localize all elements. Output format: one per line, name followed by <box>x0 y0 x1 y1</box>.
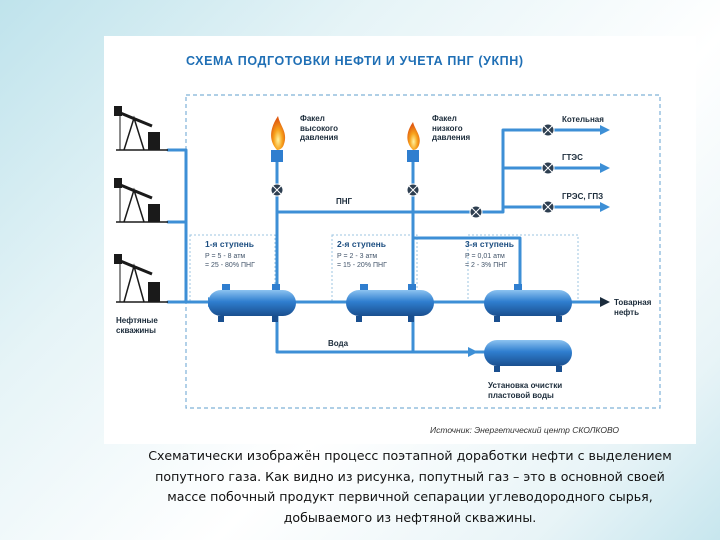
pump-jack-3 <box>114 254 168 303</box>
caption-line-4: добываемого из нефтяной скважины. <box>283 509 537 525</box>
stage-3-pressure: P = 0,01 атм <box>465 253 505 260</box>
diagram-title: СХЕМА ПОДГОТОВКИ НЕФТИ И УЧЕТА ПНГ (УКПН… <box>186 54 524 68</box>
arrow-product-oil <box>600 297 610 307</box>
source-note: Источник: Энергетический центр СКОЛКОВО <box>430 425 620 435</box>
label-gres: ГРЭС, ГПЗ <box>562 192 604 201</box>
valve-gres <box>541 200 555 214</box>
caption-line-3: массе побочный продукт первичной сепарац… <box>167 489 653 504</box>
water-pipe <box>275 312 486 354</box>
valve-png <box>469 205 483 219</box>
pump-jack-2 <box>114 178 168 223</box>
valve-flare-high <box>270 183 284 197</box>
stage3-gas-pipe <box>411 236 522 292</box>
label-boiler: Котельная <box>562 115 604 124</box>
arrow-gres <box>600 202 610 212</box>
separator-stage-3 <box>484 284 572 322</box>
stage-2-pressure: P = 2 - 3 атм <box>337 253 378 260</box>
arrow-gtes <box>600 163 610 173</box>
stage-1-share: = 25 - 80% ПНГ <box>205 262 255 269</box>
plant-boundary <box>185 94 661 409</box>
caption-line-1: Схематически изображён процесс поэтапной… <box>148 448 672 463</box>
slide-caption: Схематически изображён процесс поэтапной… <box>104 446 716 528</box>
separator-stage-1 <box>208 284 296 322</box>
pump-jack-1 <box>114 106 168 151</box>
stage-1-title: 1-я ступень <box>205 239 254 249</box>
arrow-water <box>468 347 478 357</box>
diagram-frame <box>104 36 696 444</box>
stage-2-share: = 15 - 20% ПНГ <box>337 262 387 269</box>
water-treatment-vessel <box>484 340 572 372</box>
stage-2-title: 2-я ступень <box>337 239 386 249</box>
label-gtes: ГТЭС <box>562 153 583 162</box>
flare-high-icon <box>271 116 286 162</box>
stage-box-1 <box>189 234 276 304</box>
valve-flare-low <box>406 183 420 197</box>
stage-3-title: 3-я ступень <box>465 239 514 249</box>
flare-low-icon <box>407 122 420 162</box>
valve-gtes <box>541 161 555 175</box>
stage-3-share: = 2 - 3% ПНГ <box>465 262 508 269</box>
valve-boiler <box>541 123 555 137</box>
label-water: Вода <box>328 339 349 348</box>
stage-box-2 <box>331 234 418 304</box>
separator-stage-2 <box>346 284 434 322</box>
wells-collector-pipe <box>166 148 210 304</box>
arrow-boiler <box>600 125 610 135</box>
stage-1-pressure: P = 5 - 8 атм <box>205 253 246 260</box>
caption-line-2: попутного газа. Как видно из рисунка, по… <box>155 468 665 484</box>
label-png: ПНГ <box>336 197 353 206</box>
